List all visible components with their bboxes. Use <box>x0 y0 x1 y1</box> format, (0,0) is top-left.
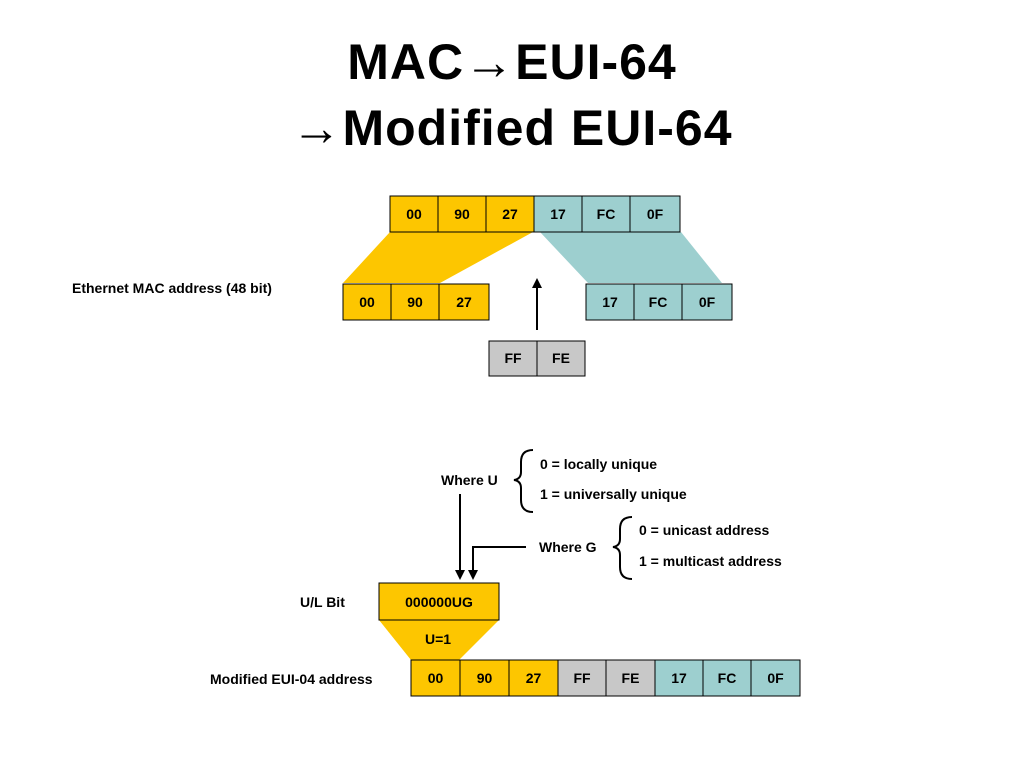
modified-byte-text: FE <box>622 670 640 686</box>
inserted-byte-text: FE <box>552 350 570 366</box>
ethernet-mac-label: Ethernet MAC address (48 bit) <box>72 280 272 296</box>
modified-byte <box>702 659 752 697</box>
split-right-byte-text: 17 <box>602 294 618 310</box>
modified-byte-text: FF <box>573 670 591 686</box>
split-left-byte <box>390 283 440 321</box>
where-g-option-1: 1 = multicast address <box>639 553 782 569</box>
top-mac-byte <box>533 195 583 233</box>
modified-byte-text: 17 <box>671 670 687 686</box>
inserted-byte-text: FF <box>504 350 522 366</box>
modified-byte-text: FC <box>718 670 737 686</box>
where-u-option-1: 1 = universally unique <box>540 486 687 502</box>
modified-byte <box>508 659 559 697</box>
modified-byte-text: 0F <box>767 670 784 686</box>
top-mac-byte-text: 90 <box>454 206 470 222</box>
modified-byte <box>750 659 801 697</box>
modified-byte-text: 00 <box>428 670 444 686</box>
where-u-brace <box>513 449 534 513</box>
modified-byte <box>654 659 704 697</box>
slide-title-line-1: MAC→EUI-64 <box>347 34 677 90</box>
inserted-bytes-row: FF FE <box>488 340 586 377</box>
split-right-byte <box>681 283 733 321</box>
ul-bit-funnel <box>379 620 499 660</box>
modified-byte-text: 27 <box>526 670 542 686</box>
split-left-byte <box>342 283 392 321</box>
split-right-row: 17 FC 0F <box>585 283 733 321</box>
where-g-option-0: 0 = unicast address <box>639 522 770 538</box>
where-g-label: Where G <box>539 539 597 555</box>
top-mac-row: 00 90 27 17 FC 0F <box>389 195 681 233</box>
top-mac-byte <box>389 195 439 233</box>
top-mac-byte-text: 27 <box>502 206 518 222</box>
inserted-byte <box>488 340 538 377</box>
top-mac-byte-text: FC <box>597 206 616 222</box>
ul-bit-label: U/L Bit <box>300 594 345 610</box>
vendor-funnel <box>343 232 533 283</box>
inserted-byte <box>536 340 586 377</box>
modified-byte-text: 90 <box>477 670 493 686</box>
top-mac-byte-text: 17 <box>550 206 566 222</box>
top-mac-byte-text: 0F <box>647 206 664 222</box>
split-right-byte <box>633 283 683 321</box>
split-left-byte-text: 90 <box>407 294 423 310</box>
slide-title-line-2: →Modified EUI-64 <box>291 100 733 156</box>
split-right-byte-text: FC <box>649 294 668 310</box>
split-right-byte-text: 0F <box>699 294 716 310</box>
where-u-label: Where U <box>441 472 498 488</box>
ul-bit-setting: U=1 <box>425 631 451 647</box>
ul-bit-value: 000000UG <box>405 594 473 610</box>
split-left-byte-text: 27 <box>456 294 472 310</box>
modified-byte <box>557 659 607 697</box>
modified-byte <box>410 659 461 697</box>
modified-eui-label: Modified EUI-04 address <box>210 671 373 687</box>
split-left-byte-text: 00 <box>359 294 375 310</box>
modified-byte <box>459 659 510 697</box>
where-u-option-0: 0 = locally unique <box>540 456 657 472</box>
top-mac-byte <box>581 195 631 233</box>
split-left-row: 00 90 27 <box>342 283 490 321</box>
device-funnel <box>540 232 722 283</box>
where-g-brace <box>612 516 633 580</box>
split-right-byte <box>585 283 635 321</box>
modified-eui-row: 00 90 27 FF FE 17 FC 0F <box>410 659 801 697</box>
g-bit-arrow <box>468 546 526 580</box>
top-mac-byte-text: 00 <box>406 206 422 222</box>
split-left-byte <box>438 283 490 321</box>
top-mac-byte <box>629 195 681 233</box>
ul-bit-box <box>378 582 500 621</box>
